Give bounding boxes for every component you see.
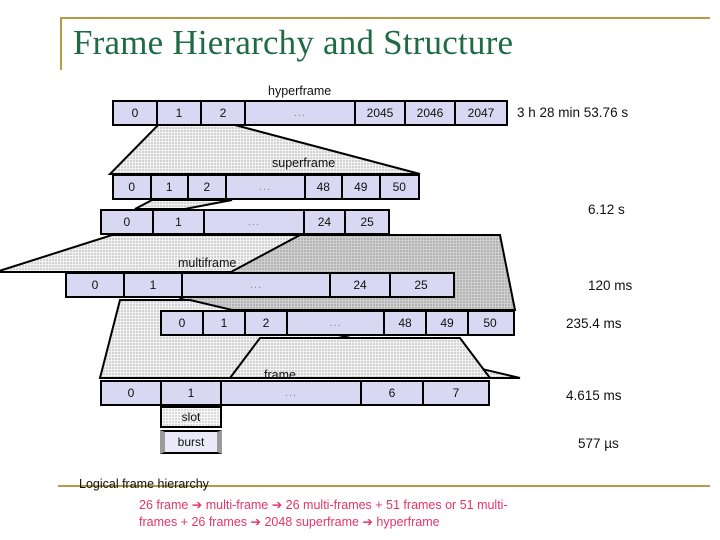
frame-cell[interactable]: 6	[362, 382, 424, 404]
frame-cell[interactable]: 0	[67, 274, 125, 296]
wedge-hyperframe-to-superframe	[107, 119, 421, 175]
frame-cell[interactable]: 0	[114, 102, 158, 124]
slot-box[interactable]: slot	[160, 406, 222, 428]
frame-label: frame	[264, 368, 296, 382]
frame-cell[interactable]: 1	[162, 382, 222, 404]
frame-cell[interactable]: 1	[151, 176, 190, 198]
frame-cell[interactable]: 25	[391, 274, 451, 296]
frame-cell[interactable]: 1	[125, 274, 183, 296]
frame-cell[interactable]: 2	[246, 312, 288, 334]
superframe-label: superframe	[272, 156, 336, 170]
frame-cell[interactable]: 2045	[356, 102, 406, 124]
footer-body-line-1: 26 frame ➔ multi-frame ➔ 26 multi-frames…	[139, 498, 508, 512]
frame-hierarchy-diagram: hyperframe superframe multiframe frame 0…	[0, 78, 720, 468]
duration-frame: 4.615 ms	[566, 388, 622, 403]
frame-cell[interactable]: 2	[202, 102, 246, 124]
multiframe-label: multiframe	[178, 256, 237, 270]
multiframe-51-row: 0 1 2 ... 48 49 50	[160, 310, 515, 336]
duration-superframe: 6.12 s	[588, 202, 625, 217]
frame-cell[interactable]: 50	[469, 312, 511, 334]
title-rule-top	[60, 17, 710, 19]
frame-cell-ellipsis: ...	[205, 211, 305, 233]
multiframe-row: 0 1 ... 24 25	[65, 272, 455, 298]
title-rule-left	[60, 17, 62, 70]
frame-cell-ellipsis: ...	[246, 102, 356, 124]
frame-row: 0 1 ... 6 7	[100, 380, 490, 406]
frame-cell-ellipsis: ...	[226, 176, 306, 198]
frame-cell-ellipsis: ...	[183, 274, 331, 296]
frame-cell[interactable]: 0	[114, 176, 152, 198]
footer-heading: Logical frame hierarchy	[79, 477, 209, 491]
hyperframe-label: hyperframe	[268, 84, 332, 98]
burst-box[interactable]: burst	[160, 430, 222, 454]
page-title: Frame Hierarchy and Structure	[73, 23, 514, 62]
frame-cell[interactable]: 48	[305, 176, 344, 198]
duration-multiframe: 120 ms	[588, 278, 633, 293]
frame-cell[interactable]: 2047	[456, 102, 506, 124]
frame-cell[interactable]: 48	[385, 312, 427, 334]
frame-cell-ellipsis: ...	[288, 312, 385, 334]
frame-cell[interactable]: 0	[102, 382, 162, 404]
footer-rule	[58, 485, 710, 487]
superframe-row: 0 1 2 ... 48 49 50	[112, 174, 420, 200]
frame-cell[interactable]: 49	[427, 312, 469, 334]
hyperframe-row: 0 1 2 ... 2045 2046 2047	[112, 100, 508, 126]
frame-cell[interactable]: 0	[162, 312, 204, 334]
frame-cell[interactable]: 24	[304, 211, 347, 233]
multiframe-26-row: 0 1 ... 24 25	[100, 209, 390, 235]
duration-burst: 577 µs	[578, 436, 619, 451]
frame-cell[interactable]: 49	[343, 176, 381, 198]
frame-cell[interactable]: 2046	[406, 102, 456, 124]
frame-cell[interactable]: 2	[189, 176, 227, 198]
duration-multiframe-51: 235.4 ms	[566, 316, 622, 331]
frame-cell[interactable]: 50	[380, 176, 419, 198]
frame-cell[interactable]: 25	[346, 211, 388, 233]
frame-cell[interactable]: 7	[424, 382, 488, 404]
duration-hyperframe: 3 h 28 min 53.76 s	[517, 105, 629, 120]
wedge-superframe-to-26frame	[134, 199, 233, 210]
footer-body: 26 frame ➔ multi-frame ➔ 26 multi-frames…	[139, 497, 619, 531]
frame-cell[interactable]: 0	[102, 211, 154, 233]
frame-cell[interactable]: 1	[204, 312, 246, 334]
frame-cell[interactable]: 24	[331, 274, 391, 296]
frame-cell[interactable]: 1	[153, 211, 206, 233]
wedge-51frame-to-frame	[228, 337, 492, 379]
footer-body-line-2: frames + 26 frames ➔ 2048 superframe ➔ h…	[139, 515, 440, 529]
frame-cell[interactable]: 1	[158, 102, 202, 124]
frame-cell-ellipsis: ...	[222, 382, 362, 404]
